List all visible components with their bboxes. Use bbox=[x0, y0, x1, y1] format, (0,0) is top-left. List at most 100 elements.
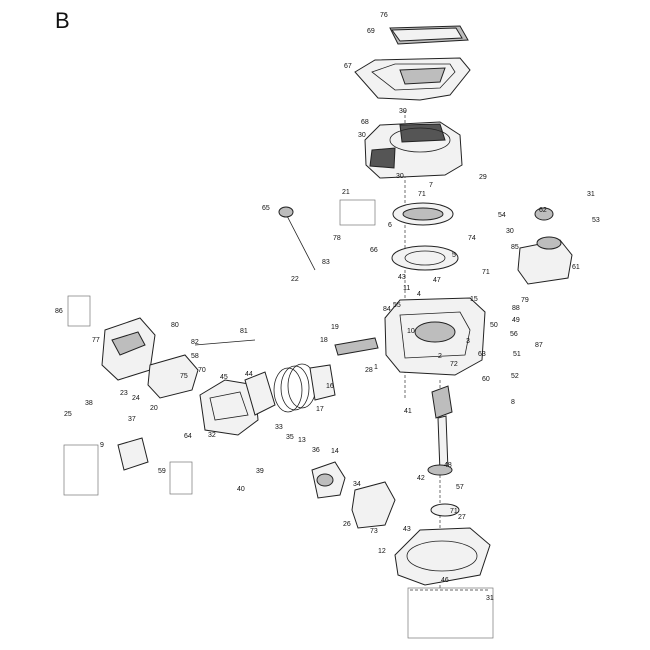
callout-label: 72 bbox=[450, 361, 458, 368]
callout-label: 41 bbox=[404, 408, 412, 415]
muffler-icon bbox=[101, 317, 199, 399]
callout-label: 30 bbox=[506, 228, 514, 235]
stud-box bbox=[169, 461, 193, 495]
base-plate-icon bbox=[394, 527, 491, 586]
callout-label: 65 bbox=[262, 205, 270, 212]
callout-label: 42 bbox=[417, 475, 425, 482]
callout-label: 44 bbox=[245, 371, 253, 378]
callout-label: 83 bbox=[322, 259, 330, 266]
callout-label: 30 bbox=[399, 108, 407, 115]
callout-label: 57 bbox=[456, 484, 464, 491]
callout-label: 13 bbox=[298, 437, 306, 444]
callout-label: 9 bbox=[100, 442, 104, 449]
callout-label: 67 bbox=[344, 63, 352, 70]
bolt-group-box bbox=[407, 587, 494, 639]
callout-label: 66 bbox=[370, 247, 378, 254]
callout-label: 21 bbox=[342, 189, 350, 196]
connecting-rod-icon bbox=[334, 337, 379, 356]
piston-icon bbox=[273, 363, 336, 413]
callout-label: 30 bbox=[358, 132, 366, 139]
callout-label: 19 bbox=[331, 324, 339, 331]
callout-label: 32 bbox=[208, 432, 216, 439]
callout-label: 79 bbox=[521, 297, 529, 304]
flywheel-icon bbox=[391, 202, 459, 271]
callout-label: 31 bbox=[486, 595, 494, 602]
oil-seal-icon bbox=[430, 503, 460, 517]
callout-label: 45 bbox=[220, 374, 228, 381]
callout-label: 56 bbox=[510, 331, 518, 338]
callout-label: 73 bbox=[370, 528, 378, 535]
sheet-label: B bbox=[55, 8, 70, 33]
callout-label: 86 bbox=[55, 308, 63, 315]
callout-label: 16 bbox=[326, 383, 334, 390]
engine-block-icon bbox=[384, 297, 486, 376]
callout-label: 51 bbox=[513, 351, 521, 358]
callout-label: 25 bbox=[64, 411, 72, 418]
callout-label: 62 bbox=[539, 207, 547, 214]
callout-label: 26 bbox=[343, 521, 351, 528]
callout-label: 12 bbox=[378, 548, 386, 555]
callout-label: 74 bbox=[468, 235, 476, 242]
callout-label: 28 bbox=[365, 367, 373, 374]
callout-label: 85 bbox=[511, 244, 519, 251]
callout-label: 1 bbox=[374, 364, 378, 371]
callout-label: 31 bbox=[587, 191, 595, 198]
callout-label: 84 bbox=[383, 306, 391, 313]
callout-label: 14 bbox=[331, 448, 339, 455]
callout-label: 40 bbox=[237, 486, 245, 493]
callout-label: 70 bbox=[198, 367, 206, 374]
callout-label: 30 bbox=[396, 173, 404, 180]
callout-label: 54 bbox=[498, 212, 506, 219]
gear-icon bbox=[427, 464, 453, 476]
callout-label: 71 bbox=[418, 191, 426, 198]
callout-label: 78 bbox=[333, 235, 341, 242]
callout-label: 81 bbox=[240, 328, 248, 335]
callout-label: 69 bbox=[367, 28, 375, 35]
air-filter-icon bbox=[117, 437, 149, 471]
air-intake-icon bbox=[351, 481, 396, 529]
callout-label: 39 bbox=[256, 468, 264, 475]
cylinder-head-icon bbox=[199, 379, 259, 436]
engine-cover-icon bbox=[354, 57, 471, 101]
callout-label: 80 bbox=[171, 322, 179, 329]
fuel-tank-icon bbox=[517, 207, 573, 285]
callout-label: 71 bbox=[450, 508, 458, 515]
callout-label: 37 bbox=[128, 416, 136, 423]
callout-label: 33 bbox=[275, 424, 283, 431]
callout-label: 36 bbox=[312, 447, 320, 454]
callout-label: 75 bbox=[180, 373, 188, 380]
callout-label: 7 bbox=[429, 182, 433, 189]
callout-label: 48 bbox=[444, 462, 452, 469]
callout-label: 34 bbox=[353, 481, 361, 488]
callout-label: 87 bbox=[535, 342, 543, 349]
callout-label: 77 bbox=[92, 337, 100, 344]
callout-label: 20 bbox=[150, 405, 158, 412]
callout-label: 17 bbox=[316, 406, 324, 413]
callout-label: 68 bbox=[361, 119, 369, 126]
callout-label: 53 bbox=[592, 217, 600, 224]
callout-label: 2 bbox=[438, 353, 442, 360]
carburetor-icon bbox=[311, 461, 346, 499]
callout-label: 6 bbox=[388, 222, 392, 229]
callout-label: 22 bbox=[291, 276, 299, 283]
callout-label: 49 bbox=[512, 317, 520, 324]
callout-label: 88 bbox=[512, 305, 520, 312]
callout-label: 50 bbox=[490, 322, 498, 329]
callout-label: 8 bbox=[511, 399, 515, 406]
callout-label: 3 bbox=[466, 338, 470, 345]
callout-label: 60 bbox=[482, 376, 490, 383]
callout-label: 5 bbox=[452, 252, 456, 259]
starter-housing-icon bbox=[364, 121, 463, 179]
callout-label: 71 bbox=[482, 269, 490, 276]
crankshaft-icon bbox=[431, 385, 453, 473]
callout-label: 58 bbox=[191, 353, 199, 360]
callout-label: 18 bbox=[320, 337, 328, 344]
callout-label: 23 bbox=[120, 390, 128, 397]
callout-label: 15 bbox=[470, 296, 478, 303]
callout-label: 4 bbox=[417, 291, 421, 298]
dipstick-cap-icon bbox=[278, 206, 294, 218]
callout-label: 27 bbox=[458, 514, 466, 521]
callout-label: 11 bbox=[403, 285, 410, 292]
